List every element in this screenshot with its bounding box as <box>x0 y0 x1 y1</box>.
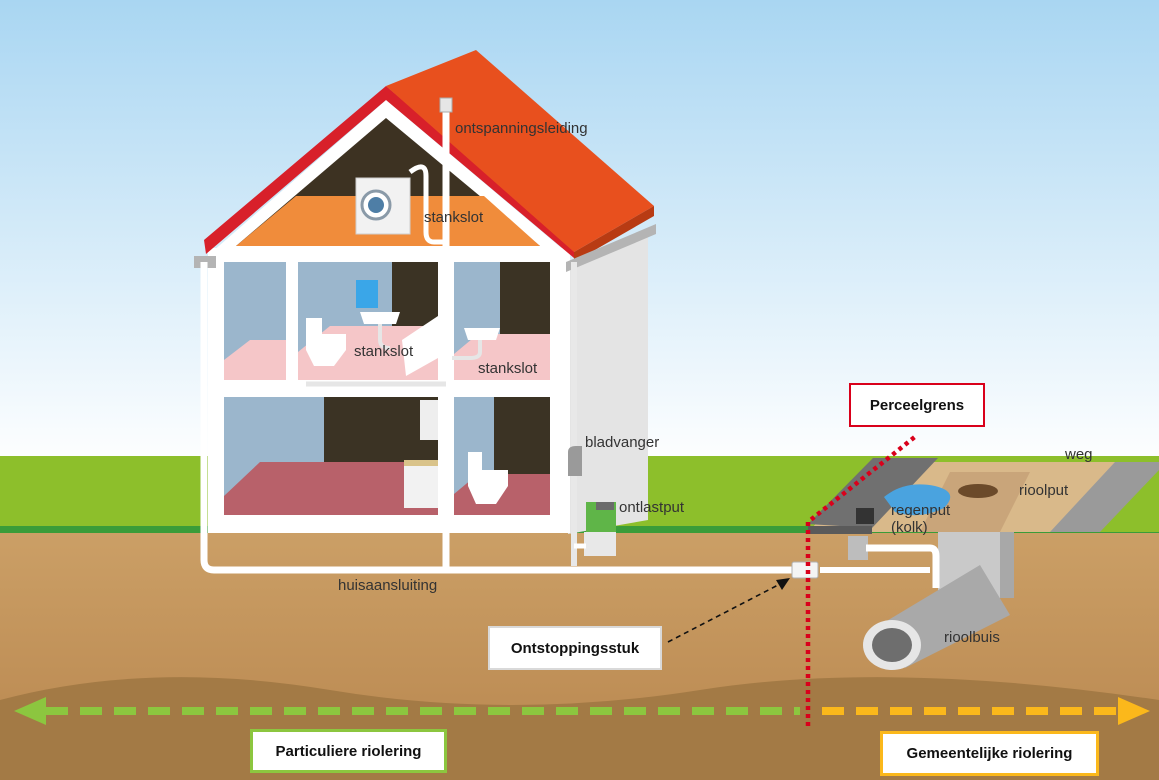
stankslot-bend-right <box>452 340 482 360</box>
callout-perceelgrens: Perceelgrens <box>849 383 985 427</box>
label-rioolbuis: rioolbuis <box>944 629 1000 646</box>
label-kolk: (kolk) <box>891 519 928 536</box>
stankslot-bend-upper <box>378 324 391 350</box>
label-stankslot-attic: stankslot <box>424 209 484 226</box>
kitchen-counter <box>404 464 438 508</box>
washing-drain <box>408 164 446 245</box>
label-ontlastput: ontlastput <box>619 499 685 516</box>
washing-machine-drum <box>368 197 384 213</box>
label-ontspanningsleiding: ontspanningsleiding <box>455 120 588 137</box>
bathtub <box>402 316 438 376</box>
house-side-wall <box>568 228 648 534</box>
ontstoppingsstuk-fitting <box>791 561 819 579</box>
label-weg: weg <box>1065 446 1093 463</box>
kolk-pipe <box>866 544 940 588</box>
vent-cap <box>439 97 453 113</box>
left-downpipe <box>200 262 446 574</box>
room-upper-left-floor <box>224 340 286 380</box>
room-lower-left-wall <box>324 397 438 467</box>
mirror <box>356 280 378 308</box>
kerb-front <box>808 526 872 534</box>
ontstoppingsstuk-arrow <box>667 583 781 643</box>
ontlastput-lid <box>596 502 614 510</box>
kitchen-top <box>404 460 438 466</box>
sidewalk-right <box>1100 470 1159 532</box>
label-regenput: regenput <box>891 502 951 519</box>
kolk-water <box>884 484 951 516</box>
kitchen-cabinet <box>420 400 438 440</box>
label-huisaansluiting: huisaansluiting <box>338 577 438 594</box>
perceelgrens-line <box>805 434 918 726</box>
municipal-arrowhead <box>1118 697 1150 725</box>
roof-main <box>386 50 654 252</box>
room-lower-right-wall <box>494 397 550 477</box>
callout-particuliere-riolering: Particuliere riolering <box>250 729 447 773</box>
rioolbuis-hole <box>872 628 912 662</box>
room-lower-floor <box>224 462 438 515</box>
ontlastput <box>584 532 616 556</box>
sink-upper <box>360 312 400 324</box>
manhole-top <box>920 472 1030 532</box>
kolk-pit <box>848 536 868 560</box>
toilet-lower <box>468 452 508 504</box>
gutter-right <box>566 224 656 272</box>
callout-ontstoppingsstuk: Ontstoppingsstuk <box>488 626 662 670</box>
ontstoppingsstuk-arrowhead <box>776 578 790 590</box>
sink-right <box>464 328 500 340</box>
manhole-opening <box>958 484 998 498</box>
private-arrowhead <box>14 697 46 725</box>
manhole-shaft-side <box>1000 532 1014 598</box>
toilet-upper <box>306 318 346 366</box>
callout-gemeentelijke-riolering: Gemeentelijke riolering <box>880 731 1099 776</box>
bladvanger <box>568 446 582 476</box>
label-rioolput: rioolput <box>1019 482 1069 499</box>
label-stankslot-right: stankslot <box>478 360 538 377</box>
kolk-grate <box>856 508 874 524</box>
curb <box>808 458 938 528</box>
label-bladvanger: bladvanger <box>585 434 660 451</box>
roof-underside <box>574 206 654 262</box>
label-stankslot-bathroom: stankslot <box>354 343 414 360</box>
